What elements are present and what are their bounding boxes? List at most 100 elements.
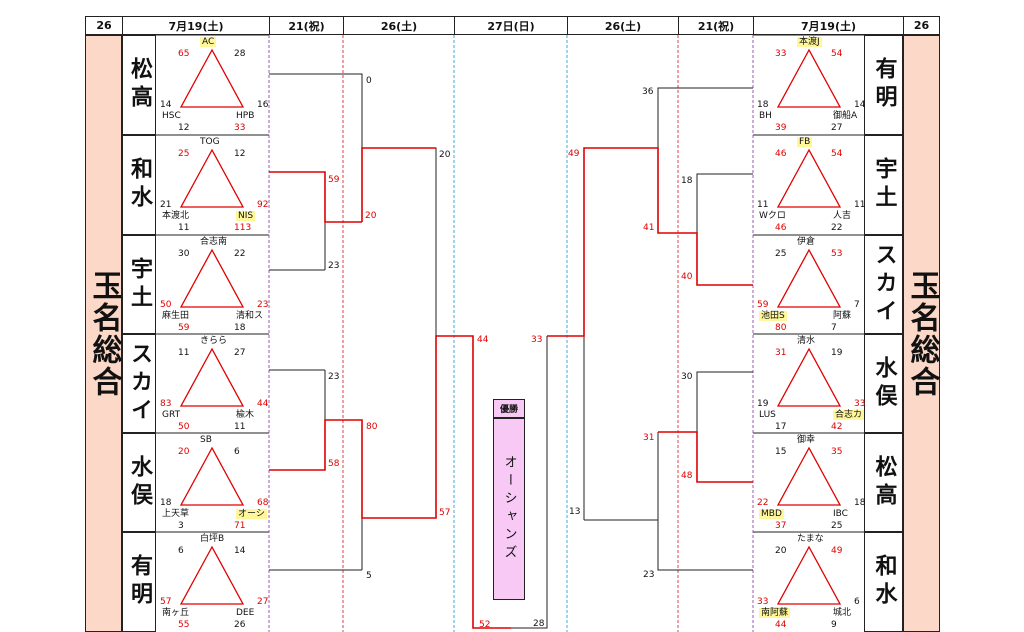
right-group-4-bottom-left-team: LUS [759, 410, 776, 420]
right-group-4-right-mid-score: 33 [854, 399, 866, 409]
right-group-2-left-top-score: 46 [775, 149, 787, 159]
score-r11: 33 [531, 335, 543, 345]
right-group-2-left-mid-score: 11 [757, 200, 769, 210]
left-group-1-bottom-left-team: HSC [162, 111, 181, 121]
score-r1: 36 [642, 87, 654, 97]
right-group-5-left-bottom-score: 37 [775, 521, 787, 531]
score-r8: 23 [643, 570, 655, 580]
left-group-3-top-team: 合志南 [200, 237, 228, 247]
score-r2: 18 [681, 176, 693, 186]
champion-name: オーシャンズ [493, 418, 525, 600]
left-group-6-bottom-left-team: 南ヶ丘 [162, 608, 190, 618]
right-group-4-triangle [776, 347, 842, 407]
right-group-3-left-bottom-score: 80 [775, 323, 787, 333]
right-group-1-right-bottom-score: 27 [831, 123, 843, 133]
right-group-6-right-mid-score: 6 [854, 597, 860, 607]
right-group-1-left-bottom-score: 39 [775, 123, 787, 133]
left-group-5-right-bottom-score: 71 [234, 521, 246, 531]
right-group-1-top-team: 本渡J [797, 37, 822, 47]
left-group-4-left-bottom-score: 50 [178, 422, 190, 432]
right-group-4-bottom-right-team: 合志カ [833, 410, 865, 420]
left-group-4-right-mid-score: 44 [257, 399, 269, 409]
score-r5: 30 [681, 372, 693, 382]
right-group-6-left-bottom-score: 44 [775, 620, 787, 630]
right-group-2-bottom-right-team: 人吉 [833, 211, 852, 221]
right-team-1: 有明 [864, 35, 903, 135]
right-group-6-left-mid-score: 33 [757, 597, 769, 607]
left-group-5-top-team: SB [200, 435, 212, 445]
left-group-6-top-team: 白坪B [200, 534, 225, 544]
right-group-1-left-top-score: 33 [775, 49, 787, 59]
right-group-1-right-top-score: 54 [831, 49, 843, 59]
left-group-6-left-bottom-score: 55 [178, 620, 190, 630]
right-group-2-left-bottom-score: 46 [775, 223, 787, 233]
right-group-3-left-top-score: 25 [775, 249, 787, 259]
right-group-2-right-top-score: 54 [831, 149, 843, 159]
right-group-1-bottom-right-team: 御船A [833, 111, 858, 121]
left-group-1-triangle [179, 48, 245, 108]
left-group-4-left-mid-score: 83 [160, 399, 172, 409]
right-group-3-right-bottom-score: 7 [831, 323, 837, 333]
left-group-6-right-mid-score: 27 [257, 597, 269, 607]
score-l1: 0 [366, 76, 372, 86]
left-group-2-left-bottom-score: 11 [178, 223, 190, 233]
score-r6: 31 [643, 433, 655, 443]
score-r9: 49 [568, 149, 580, 159]
right-group-6-bottom-right-team: 城北 [833, 608, 852, 618]
right-group-2-right-bottom-score: 22 [831, 223, 843, 233]
left-group-2-right-top-score: 12 [234, 149, 246, 159]
header-left-21: 21(祝) [269, 16, 343, 35]
right-team-5: 松高 [864, 433, 903, 532]
left-group-1-right-mid-score: 16 [257, 100, 269, 110]
left-group-5-triangle [179, 446, 245, 506]
right-group-4-top-team: 清水 [797, 336, 816, 346]
score-l6: 80 [366, 422, 378, 432]
score-l10: 57 [439, 508, 451, 518]
left-group-5-left-bottom-score: 3 [178, 521, 184, 531]
score-l4: 23 [328, 261, 340, 271]
right-group-4-left-bottom-score: 17 [775, 422, 787, 432]
left-group-5-bottom-right-team: オーシ [236, 509, 267, 519]
right-group-6-top-team: たまな [797, 534, 824, 544]
left-group-2-triangle [179, 148, 245, 208]
right-group-4-left-top-score: 31 [775, 348, 787, 358]
right-group-6-right-bottom-score: 9 [831, 620, 837, 630]
left-group-6-right-top-score: 14 [234, 546, 246, 556]
left-group-4-bottom-right-team: 楡木 [236, 410, 255, 420]
left-group-3-left-bottom-score: 59 [178, 323, 190, 333]
left-group-6-left-top-score: 6 [178, 546, 184, 556]
left-group-3-bottom-right-team: 清和ス [236, 311, 264, 321]
right-group-5-top-team: 御幸 [797, 435, 816, 445]
right-group-1-bottom-left-team: BH [759, 111, 772, 121]
left-team-4: スカイ [122, 334, 156, 433]
right-team-3: スカイ [864, 235, 903, 334]
right-team-2: 宇土 [864, 135, 903, 235]
left-group-2-right-bottom-score: 113 [234, 223, 252, 233]
left-group-6-bottom-right-team: DEE [236, 608, 255, 618]
left-group-1-right-bottom-score: 33 [234, 123, 246, 133]
left-group-4-left-top-score: 11 [178, 348, 190, 358]
left-group-3-left-mid-score: 50 [160, 300, 172, 310]
left-group-6-right-bottom-score: 26 [234, 620, 246, 630]
right-group-2-right-mid-score: 11 [854, 200, 866, 210]
left-group-1-left-top-score: 65 [178, 49, 190, 59]
left-group-2-left-mid-score: 21 [160, 200, 172, 210]
left-group-2-right-mid-score: 92 [257, 200, 269, 210]
left-group-1-bottom-right-team: HPB [236, 111, 255, 121]
left-group-5-left-top-score: 20 [178, 447, 190, 457]
left-group-6-left-mid-score: 57 [160, 597, 172, 607]
left-group-5-bottom-left-team: 上天草 [162, 509, 190, 519]
champion-label: 優勝 [493, 399, 525, 418]
left-group-4-triangle [179, 347, 245, 407]
left-group-3-right-mid-score: 23 [257, 300, 269, 310]
right-group-5-triangle [776, 446, 842, 506]
right-group-3-bottom-right-team: 阿蘇 [833, 311, 852, 321]
left-group-2-left-top-score: 25 [178, 149, 190, 159]
right-group-6-right-top-score: 49 [831, 546, 843, 556]
right-group-2-bottom-left-team: Wクロ [759, 211, 786, 221]
header-right-26: 26(土) [567, 16, 678, 35]
left-group-3-right-bottom-score: 18 [234, 323, 246, 333]
score-l9: 20 [439, 150, 451, 160]
